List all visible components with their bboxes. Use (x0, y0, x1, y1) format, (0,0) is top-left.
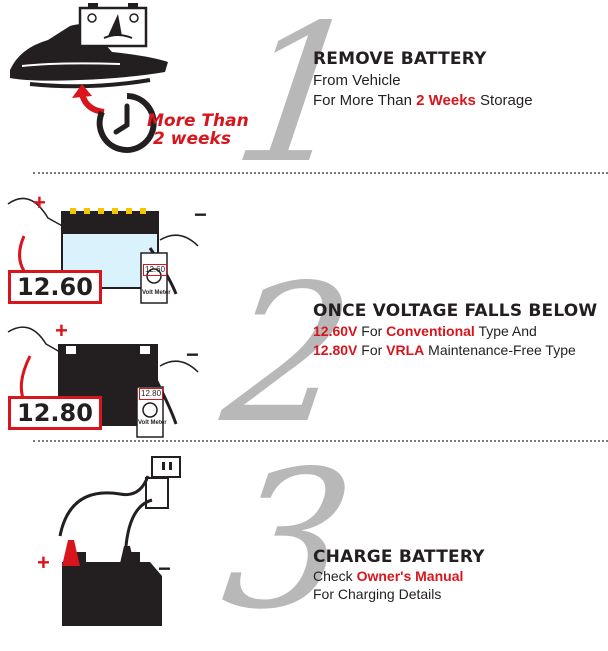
clock-text-2: 2 weeks (153, 129, 231, 149)
step-title: ONCE VOLTAGE FALLS BELOW (313, 301, 598, 321)
arrow-icon (72, 84, 105, 115)
plus-sign: + (55, 318, 68, 343)
step-line-1: From Vehicle (313, 72, 401, 89)
jetski-icon (10, 24, 168, 89)
meter-reading: 12.80 (139, 388, 164, 400)
step-line-1: 12.60V For Conventional Type And (313, 323, 537, 339)
step-title: REMOVE BATTERY (313, 49, 487, 69)
plus-sign: + (33, 190, 46, 215)
step-line-2: 12.80V For VRLA Maintenance-Free Type (313, 342, 576, 358)
step-title: CHARGE BATTERY (313, 547, 485, 567)
voltmeter-icon (136, 386, 164, 438)
step-number: 3 (212, 430, 365, 651)
step-2: 12.60 Volt Meter + − 12.60 12.80 Volt Me… (0, 178, 608, 465)
meter-reading: 12.60 (143, 264, 168, 276)
plus-sign: + (37, 550, 50, 575)
step-line-2: For More Than 2 Weeks Storage (313, 92, 533, 109)
clamp-icon (118, 546, 136, 572)
clock-text-1: More Than (147, 111, 249, 131)
voltage-reading-b: 12.80 (8, 396, 102, 430)
divider (33, 172, 608, 174)
clock-icon (96, 93, 157, 153)
step-1: More Than 2 weeks 1 REMOVE BATTERY From … (0, 0, 608, 205)
clamp-icon (62, 540, 80, 566)
minus-sign: − (158, 556, 171, 581)
divider (33, 440, 608, 442)
voltage-reading-a: 12.60 (8, 270, 102, 304)
step-line-2: For Charging Details (313, 586, 442, 602)
battery-icon (78, 3, 148, 48)
step-3: + − 3 CHARGE BATTERY Check Owner's Manua… (0, 430, 608, 651)
step-line-1: Check Owner's Manual (313, 568, 464, 584)
voltmeter-icon (140, 252, 168, 304)
meter-label: Volt Meter (142, 290, 171, 296)
meter-label: Volt Meter (138, 420, 167, 426)
minus-sign: − (186, 342, 199, 367)
minus-sign: − (194, 202, 207, 227)
